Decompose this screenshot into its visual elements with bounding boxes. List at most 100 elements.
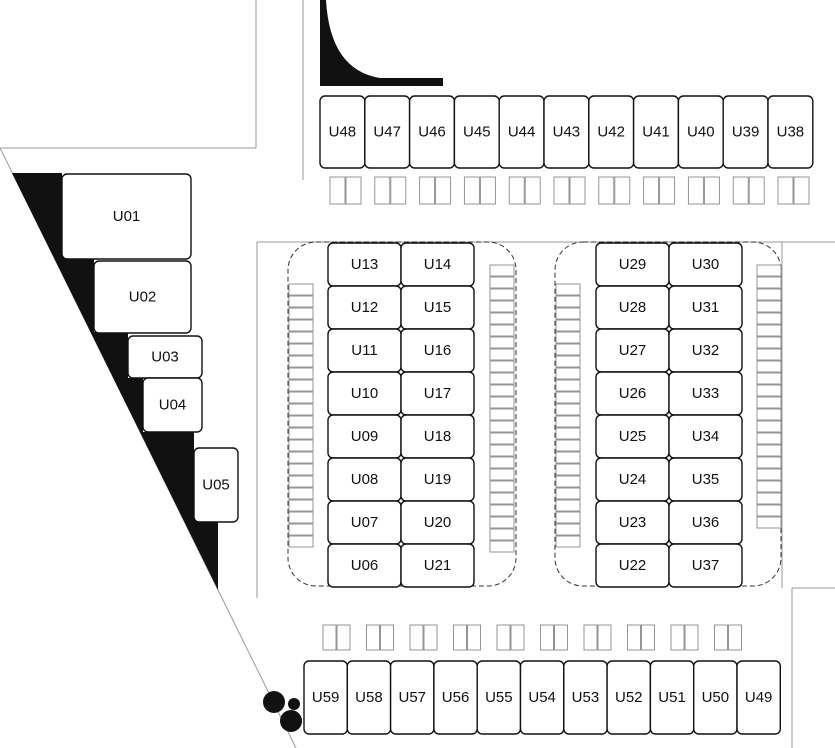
unit-u16[interactable]: U16 xyxy=(400,328,475,373)
unit-u03[interactable]: U03 xyxy=(127,335,203,379)
parking-stall xyxy=(555,487,581,500)
unit-outline xyxy=(400,543,475,588)
unit-u32[interactable]: U32 xyxy=(668,328,743,373)
unit-u25[interactable]: U25 xyxy=(595,414,670,459)
unit-u39[interactable]: U39 xyxy=(722,95,769,169)
parking-stall xyxy=(329,176,346,205)
unit-u48[interactable]: U48 xyxy=(319,95,366,169)
unit-u45[interactable]: U45 xyxy=(453,95,500,169)
unit-u53[interactable]: U53 xyxy=(563,660,608,735)
unit-u36[interactable]: U36 xyxy=(668,500,743,545)
unit-u59[interactable]: U59 xyxy=(303,660,348,735)
parking-stall xyxy=(555,343,581,356)
parking-stall xyxy=(489,540,515,553)
unit-u13[interactable]: U13 xyxy=(327,242,402,287)
unit-label: U31 xyxy=(692,299,720,316)
unit-u22[interactable]: U22 xyxy=(595,543,670,588)
unit-u49[interactable]: U49 xyxy=(736,660,781,735)
unit-u24[interactable]: U24 xyxy=(595,457,670,502)
unit-u46[interactable]: U46 xyxy=(408,95,456,169)
unit-u54[interactable]: U54 xyxy=(519,660,565,735)
parking-stall xyxy=(555,379,581,392)
landscape-corner xyxy=(320,0,443,86)
unit-u28[interactable]: U28 xyxy=(595,285,670,330)
unit-u07[interactable]: U07 xyxy=(327,500,402,545)
unit-u05[interactable]: U05 xyxy=(193,447,239,523)
unit-u08[interactable]: U08 xyxy=(327,457,402,502)
unit-label: U21 xyxy=(424,557,452,574)
unit-u37[interactable]: U37 xyxy=(668,543,743,588)
parking-stall xyxy=(641,624,655,651)
unit-label: U55 xyxy=(485,689,513,706)
unit-u33[interactable]: U33 xyxy=(668,371,743,416)
unit-u42[interactable]: U42 xyxy=(588,95,635,169)
unit-u20[interactable]: U20 xyxy=(400,500,475,545)
unit-u23[interactable]: U23 xyxy=(595,500,670,545)
unit-u14[interactable]: U14 xyxy=(400,242,475,287)
parking-stall xyxy=(614,176,631,205)
unit-u06[interactable]: U06 xyxy=(327,543,402,588)
unit-u10[interactable]: U10 xyxy=(327,371,402,416)
unit-u47[interactable]: U47 xyxy=(364,95,411,169)
parking-stall xyxy=(756,396,782,409)
unit-outline xyxy=(61,173,192,260)
parking-stall xyxy=(288,367,314,380)
parking-stall xyxy=(670,624,685,651)
unit-u11[interactable]: U11 xyxy=(327,328,402,373)
unit-u40[interactable]: U40 xyxy=(677,95,724,169)
unit-u15[interactable]: U15 xyxy=(400,285,475,330)
parking-stall xyxy=(489,468,515,481)
unit-label: U26 xyxy=(619,385,647,402)
parking-stall xyxy=(288,391,314,404)
unit-u43[interactable]: U43 xyxy=(543,95,590,169)
unit-u26[interactable]: U26 xyxy=(595,371,670,416)
unit-u51[interactable]: U51 xyxy=(649,660,695,735)
parking-stall xyxy=(288,403,314,416)
parking-stall xyxy=(288,379,314,392)
unit-u17[interactable]: U17 xyxy=(400,371,475,416)
unit-u55[interactable]: U55 xyxy=(476,660,522,735)
unit-u52[interactable]: U52 xyxy=(606,660,652,735)
unit-u01[interactable]: U01 xyxy=(61,173,192,260)
unit-u19[interactable]: U19 xyxy=(400,457,475,502)
unit-u02[interactable]: U02 xyxy=(93,260,192,334)
unit-u50[interactable]: U50 xyxy=(693,660,738,735)
unit-u09[interactable]: U09 xyxy=(327,414,402,459)
unit-u12[interactable]: U12 xyxy=(327,285,402,330)
parking-stall xyxy=(496,624,511,651)
unit-u34[interactable]: U34 xyxy=(668,414,743,459)
parking-stall xyxy=(322,624,337,651)
parking-stall xyxy=(540,624,554,651)
unit-label: U40 xyxy=(687,124,715,141)
unit-label: U53 xyxy=(572,689,600,706)
unit-u21[interactable]: U21 xyxy=(400,543,475,588)
parking-stall xyxy=(756,264,782,277)
parking-stall xyxy=(756,336,782,349)
unit-label: U13 xyxy=(351,256,379,273)
unit-u58[interactable]: U58 xyxy=(346,660,392,735)
landscape-strip xyxy=(12,173,218,590)
parking-stall xyxy=(714,624,728,651)
parking-stall xyxy=(555,523,581,536)
unit-u57[interactable]: U57 xyxy=(389,660,435,735)
unit-u18[interactable]: U18 xyxy=(400,414,475,459)
unit-u38[interactable]: U38 xyxy=(767,95,814,169)
unit-label: U52 xyxy=(615,689,643,706)
unit-u31[interactable]: U31 xyxy=(668,285,743,330)
parking-stall xyxy=(756,324,782,337)
unit-label: U58 xyxy=(355,689,383,706)
unit-label: U47 xyxy=(373,124,401,141)
units-layer: U01U02U03U04U05U13U12U11U10U09U08U07U06U… xyxy=(61,95,814,735)
parking-stall xyxy=(489,276,515,289)
unit-label: U24 xyxy=(619,471,647,488)
parking-stall xyxy=(489,528,515,541)
unit-u56[interactable]: U56 xyxy=(433,660,478,735)
unit-u27[interactable]: U27 xyxy=(595,328,670,373)
unit-u35[interactable]: U35 xyxy=(668,457,743,502)
unit-u30[interactable]: U30 xyxy=(668,242,743,287)
unit-u41[interactable]: U41 xyxy=(632,95,680,169)
unit-u29[interactable]: U29 xyxy=(595,242,670,287)
unit-u44[interactable]: U44 xyxy=(498,95,545,169)
unit-u04[interactable]: U04 xyxy=(142,377,203,433)
